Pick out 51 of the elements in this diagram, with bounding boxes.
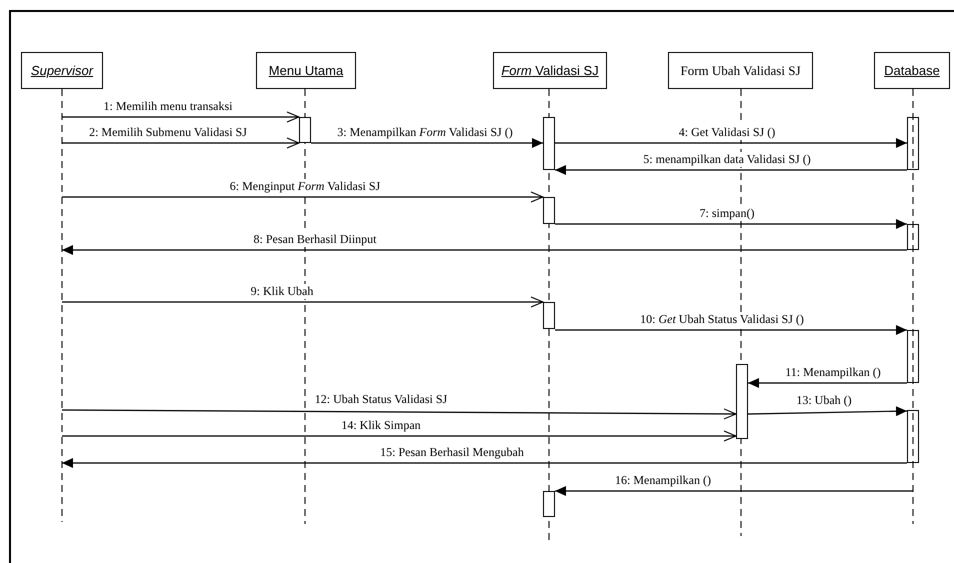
edge-label: 14: Klik Simpan <box>339 418 423 433</box>
edge-label: 5: menampilkan data Validasi SJ () <box>641 152 813 167</box>
lifeline <box>912 89 914 524</box>
edge-label: 3: Menampilkan Form Validasi SJ () <box>335 125 515 140</box>
participant-name: Menu Utama <box>268 62 344 80</box>
edge-label: 10: Get Ubah Status Validasi SJ () <box>638 312 806 327</box>
participant-box <box>668 52 813 89</box>
edge-label: 6: Menginput Form Validasi SJ <box>228 179 382 194</box>
edge-label: 15: Pesan Berhasil Mengubah <box>378 445 526 460</box>
activation-bar <box>543 302 555 329</box>
participant-name: Form Validasi SJ <box>501 62 599 80</box>
message-arrow <box>555 138 907 148</box>
activation-bar <box>543 117 555 170</box>
message-arrow <box>555 486 913 496</box>
participant-box <box>256 52 356 89</box>
edge-label: 11: Menampilkan () <box>783 365 883 380</box>
activation-bar <box>736 364 748 439</box>
message-arrow <box>62 458 907 468</box>
activation-bar <box>907 330 919 383</box>
message-arrow <box>62 408 736 420</box>
message-arrow <box>62 296 544 308</box>
message-arrow <box>62 245 907 255</box>
participant-box <box>21 52 103 89</box>
participant-box <box>493 52 607 89</box>
activation-bar <box>907 117 919 170</box>
lifeline <box>61 89 63 522</box>
activation-bar <box>543 491 555 517</box>
edge-label: 7: simpan() <box>698 206 756 221</box>
participant-name: Database <box>884 62 940 80</box>
message-arrow <box>555 325 907 335</box>
message-arrow <box>748 406 908 416</box>
activation-bar <box>543 197 555 224</box>
participant-box <box>874 52 950 89</box>
message-arrow <box>62 138 300 148</box>
message-arrow <box>62 112 300 122</box>
participant-name: Form Ubah Validasi SJ <box>680 62 800 80</box>
message-arrow <box>555 219 907 229</box>
message-arrow <box>62 430 736 442</box>
message-arrow <box>748 378 907 388</box>
edge-label: 8: Pesan Berhasil Diinput <box>252 232 378 247</box>
message-arrow <box>555 165 907 175</box>
message-arrow <box>311 138 543 148</box>
edge-label: 9: Klik Ubah <box>248 284 316 299</box>
message-arrow <box>62 192 544 202</box>
edge-label: 13: Ubah () <box>794 393 854 408</box>
edge-label: 16: Menampilkan () <box>613 473 713 488</box>
activation-bar <box>907 410 919 463</box>
edge-label: 4: Get Validasi SJ () <box>676 125 778 140</box>
activation-bar <box>907 224 919 250</box>
participant-name: Supervisor <box>30 62 94 80</box>
activation-bar <box>299 117 311 143</box>
